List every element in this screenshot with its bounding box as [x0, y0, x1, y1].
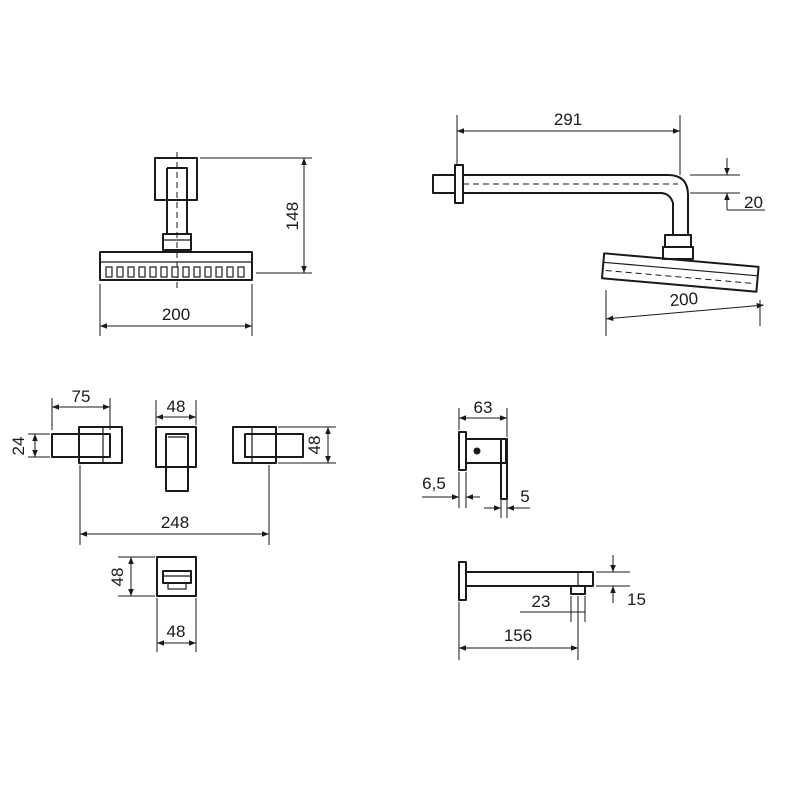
nozzle-slot: [149, 266, 157, 278]
wall-outlet-front-view: 48 48: [108, 556, 197, 652]
nozzle-slot: [138, 266, 146, 278]
dim-valve-width: 48: [167, 397, 186, 416]
nozzle-slot: [215, 266, 223, 278]
dim-spout-height: 15: [627, 590, 646, 609]
nozzle-slot: [237, 266, 245, 278]
nozzle-slot: [171, 266, 179, 278]
dim-arm-length: 291: [554, 110, 582, 129]
nozzle-slot: [193, 266, 201, 278]
spout-side-view: 15 23 156: [458, 555, 646, 660]
dim-outlet-width: 48: [167, 622, 186, 641]
shower-arm-side-view: 291 20 200: [432, 110, 765, 336]
dim-flange-thickness: 6,5: [422, 474, 446, 493]
nozzle-slot: [160, 266, 168, 278]
nozzle-slot: [105, 266, 113, 278]
nozzle-slot: [204, 266, 212, 278]
dim-gap: 5: [520, 487, 529, 506]
dim-center-spacing: 248: [161, 513, 189, 532]
nozzle-slot: [182, 266, 190, 278]
dim-valve-depth: 63: [474, 398, 493, 417]
shower-head-front-view: 148 200: [99, 152, 312, 336]
dim-handle-height-right: 48: [305, 436, 324, 455]
nozzle-slot: [127, 266, 135, 278]
dim-nozzle-width: 23: [532, 592, 551, 611]
dim-arm-diameter: 20: [744, 193, 763, 212]
nozzle-slot: [116, 266, 124, 278]
dim-head-front-width: 200: [162, 305, 190, 324]
nozzle-slot: [226, 266, 234, 278]
dim-head-front-height: 148: [283, 202, 302, 230]
mixer-valves-front-view: 75 48 24 48 248: [9, 387, 336, 545]
dim-head-side-width: 200: [669, 289, 699, 310]
nozzle-row: [105, 266, 245, 278]
dim-handle-length: 75: [72, 387, 91, 406]
valve-side-view: 63 6,5 5: [422, 398, 530, 518]
dim-spout-length: 156: [504, 626, 532, 645]
dim-outlet-height: 48: [108, 568, 127, 587]
dim-handle-height-left: 24: [9, 437, 28, 456]
